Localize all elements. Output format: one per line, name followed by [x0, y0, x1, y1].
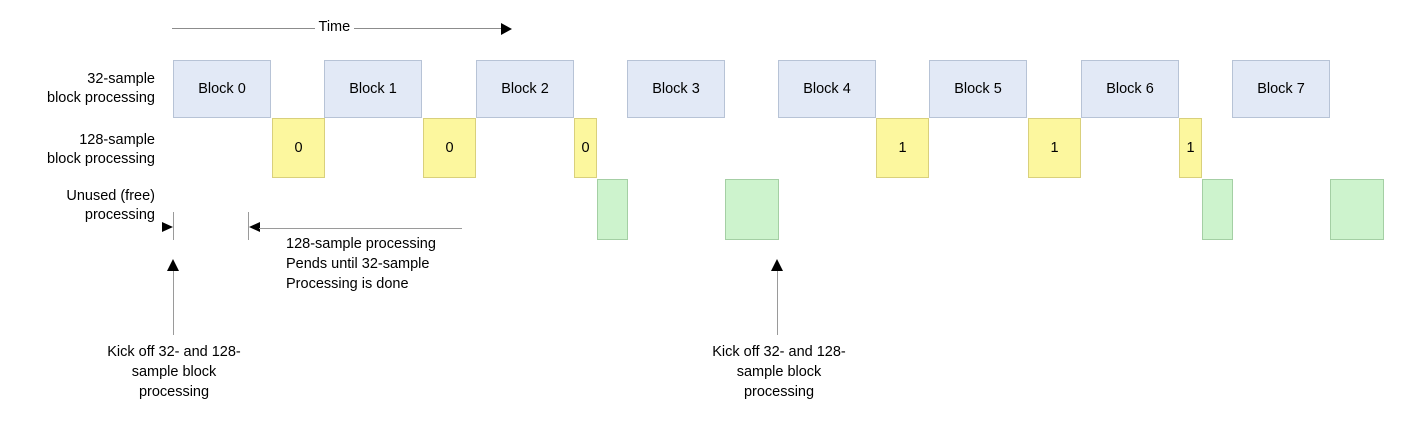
block32-label: Block 2 — [501, 81, 549, 97]
annotation-kickoff-right: Kick off 32- and 128- sample block proce… — [712, 344, 846, 400]
block32-label: Block 3 — [652, 81, 700, 97]
free-block-0 — [597, 179, 628, 240]
block32-label: Block 6 — [1106, 81, 1154, 97]
block128-label: 1 — [898, 140, 907, 156]
time-arrow-icon — [501, 23, 512, 35]
dimension-arrow-right-icon — [162, 222, 173, 232]
free-block-2 — [1202, 179, 1233, 240]
kickoff-right-arrow-icon — [771, 259, 783, 271]
block32-1: Block 1 — [324, 60, 422, 118]
annotation-kickoff-left: Kick off 32- and 128- sample block proce… — [107, 344, 241, 400]
block128-label: 1 — [1050, 140, 1059, 156]
block32-7: Block 7 — [1232, 60, 1330, 118]
time-axis-label: Time — [314, 19, 355, 35]
block128-label: 1 — [1186, 140, 1195, 156]
row-label-32-sample: 32-sample block processing — [47, 71, 155, 106]
kickoff-right-leader-line — [777, 271, 778, 335]
block32-label: Block 1 — [349, 81, 397, 97]
free-block-1 — [725, 179, 779, 240]
block32-6: Block 6 — [1081, 60, 1179, 118]
block128-2: 0 — [574, 118, 597, 178]
block32-4: Block 4 — [778, 60, 876, 118]
block128-5: 1 — [1179, 118, 1202, 178]
block128-4: 1 — [1028, 118, 1081, 178]
free-block-3 — [1330, 179, 1384, 240]
block32-0: Block 0 — [173, 60, 271, 118]
block128-1: 0 — [423, 118, 476, 178]
annotation-pend-note: 128-sample processing Pends until 32-sam… — [286, 236, 436, 292]
block128-label: 0 — [581, 140, 590, 156]
row-label-128-sample: 128-sample block processing — [47, 132, 155, 167]
block128-3: 1 — [876, 118, 929, 178]
dimension-tick-right — [248, 212, 249, 240]
block32-5: Block 5 — [929, 60, 1027, 118]
block32-label: Block 0 — [198, 81, 246, 97]
block32-3: Block 3 — [627, 60, 725, 118]
pend-note-leader-line — [259, 228, 462, 229]
block128-0: 0 — [272, 118, 325, 178]
kickoff-left-arrow-icon — [167, 259, 179, 271]
row-label-unused-free: Unused (free) processing — [66, 188, 155, 223]
block32-label: Block 4 — [803, 81, 851, 97]
block32-label: Block 5 — [954, 81, 1002, 97]
dimension-tick-left — [173, 212, 174, 240]
kickoff-left-leader-line — [173, 271, 174, 335]
block128-label: 0 — [294, 140, 303, 156]
block32-2: Block 2 — [476, 60, 574, 118]
block32-label: Block 7 — [1257, 81, 1305, 97]
block128-label: 0 — [445, 140, 454, 156]
dimension-arrow-left-icon — [249, 222, 260, 232]
